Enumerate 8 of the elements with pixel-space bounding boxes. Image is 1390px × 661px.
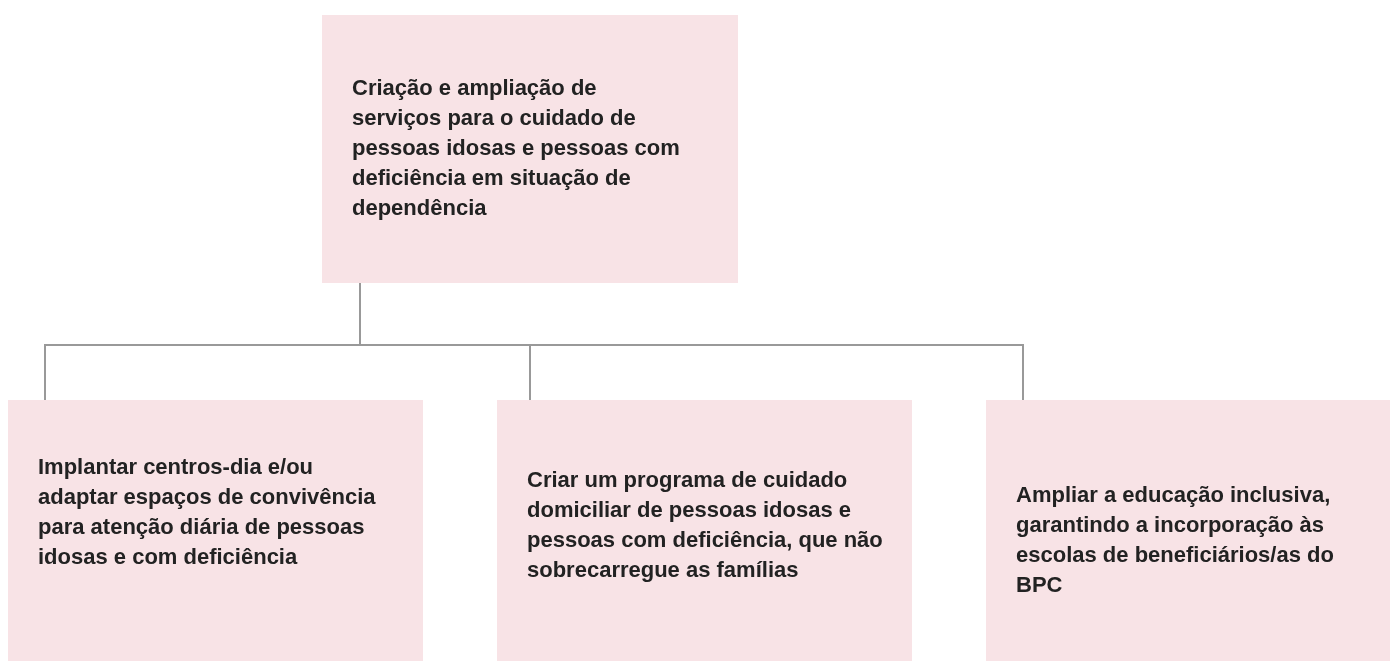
text-box <box>8 400 423 661</box>
box-text: Criação e ampliação de serviços para o cuidado de pessoas idosas e pessoas com deficiência em situação de dependência <box>352 74 681 222</box>
box-text: Criar um programa de cuidado domiciliar de pessoas idosas e pessoas com deficiência, que não sobrecarregue as famílias <box>527 466 884 584</box>
text-box <box>322 15 738 283</box>
box-text: Implantar centros-dia e/ou adaptar espaços de convivência para atenção diária de pessoas idosas e com deficiência <box>38 453 377 571</box>
text-box <box>986 400 1390 661</box>
box-text: Ampliar a educação inclusiva, garantindo a incorporação às escolas de beneficiários/as do BPC <box>1016 481 1335 599</box>
text-box <box>497 400 912 661</box>
